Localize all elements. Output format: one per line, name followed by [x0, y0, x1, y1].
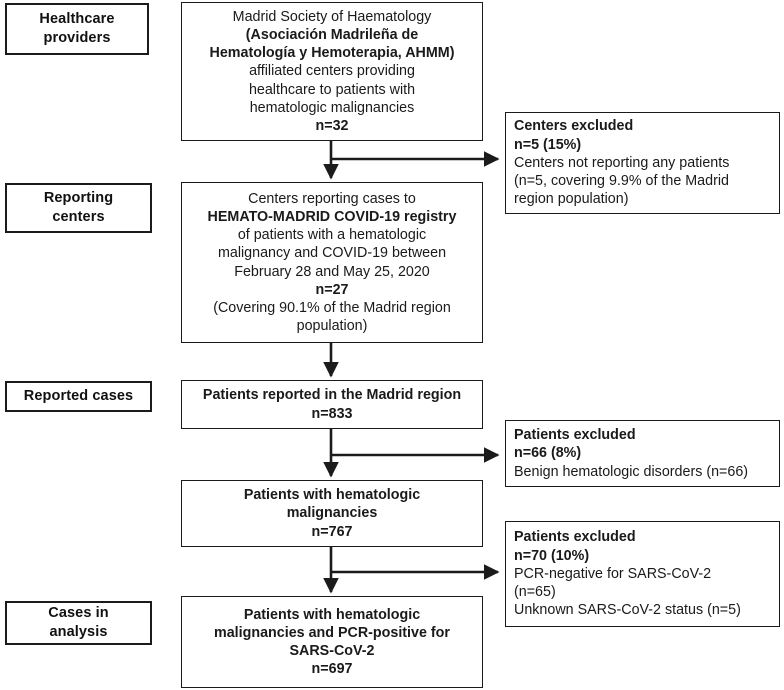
node-text-line: February 28 and May 25, 2020 — [234, 263, 430, 280]
node-text-line: Patients reported in the Madrid region — [202, 387, 462, 404]
stage-label-line: Cases in — [48, 605, 109, 622]
node-hematologic-malignancies: Patients with hematologic malignancies n… — [181, 480, 483, 547]
node-final-analysis: Patients with hematologic malignancies a… — [181, 596, 483, 688]
stage-label-healthcare-providers: Healthcare providers — [5, 3, 149, 55]
stage-label-reported-cases: Reported cases — [5, 381, 152, 412]
exclusion-count: n=5 (15%) — [514, 136, 582, 153]
exclusion-count: n=66 (8%) — [514, 445, 582, 462]
node-text-line: malignancies and PCR-positive for — [214, 624, 450, 641]
node-text-line: Patients with hematologic — [243, 487, 421, 504]
stage-label-reporting-centers: Reporting centers — [5, 183, 152, 233]
node-text-line: hematologic malignancies — [249, 99, 415, 116]
node-count-label: n=767 — [311, 523, 353, 540]
stage-label-line: analysis — [49, 624, 108, 640]
exclusion-detail: PCR-negative for SARS-CoV-2 — [514, 565, 712, 582]
node-text-line: of patients with a hematologic — [237, 227, 427, 244]
node-text-line: Centers reporting cases to — [248, 191, 416, 208]
node-count-label: n=833 — [311, 405, 353, 422]
stage-label-line: Reporting — [43, 190, 114, 207]
node-text-line: Hematología y Hemoterapia, AHMM) — [209, 45, 455, 62]
exclusion-title: Patients excluded — [514, 529, 636, 546]
node-text-line: HEMATO-MADRID COVID-19 registry — [207, 209, 457, 226]
exclusion-detail: Benign hematologic disorders (n=66) — [514, 463, 749, 480]
node-text-line: affiliated centers providing — [249, 63, 415, 80]
node-text-line: malignancies — [286, 505, 378, 522]
node-text-line: Patients with hematologic — [243, 606, 421, 623]
stage-label-line: providers — [43, 30, 111, 46]
node-reported-cases: Patients reported in the Madrid region n… — [181, 380, 483, 429]
node-text-line: healthcare to patients with — [248, 81, 416, 98]
exclusion-detail: Unknown SARS-CoV-2 status (n=5) — [514, 602, 741, 619]
node-count-label: n=697 — [311, 661, 353, 678]
node-text-line: (Covering 90.1% of the Madrid region — [213, 299, 451, 316]
stage-label-line: Healthcare — [39, 11, 115, 28]
node-text-line: malignancy and COVID-19 between — [217, 245, 447, 262]
stage-label-line: centers — [52, 209, 105, 225]
node-centers-excluded: Centers excluded n=5 (15%) Centers not r… — [505, 112, 780, 214]
exclusion-detail: (n=65) — [514, 584, 556, 601]
node-reporting-centers: Centers reporting cases to HEMATO-MADRID… — [181, 182, 483, 343]
exclusion-detail: region population) — [514, 191, 629, 208]
exclusion-detail: (n=5, covering 9.9% of the Madrid — [514, 173, 729, 190]
node-text-line: (Asociación Madrileña de — [245, 27, 419, 44]
stage-label-line: Reported cases — [23, 388, 134, 405]
stage-label-cases-in-analysis: Cases in analysis — [5, 601, 152, 645]
exclusion-detail: Centers not reporting any patients — [514, 154, 730, 171]
exclusion-count: n=70 (10%) — [514, 547, 590, 564]
node-count-label: n=27 — [315, 281, 349, 298]
node-text-line: population) — [296, 317, 368, 334]
node-healthcare-providers: Madrid Society of Haematology (Asociació… — [181, 2, 483, 141]
exclusion-title: Patients excluded — [514, 427, 636, 444]
node-text-line: Madrid Society of Haematology — [232, 9, 432, 26]
exclusion-title: Centers excluded — [514, 118, 634, 135]
node-count-label: n=32 — [315, 117, 349, 134]
node-text-line: SARS-CoV-2 — [289, 643, 375, 659]
node-patients-excluded-pcr: Patients excluded n=70 (10%) PCR-negativ… — [505, 521, 780, 627]
node-patients-excluded-benign: Patients excluded n=66 (8%) Benign hemat… — [505, 420, 780, 487]
